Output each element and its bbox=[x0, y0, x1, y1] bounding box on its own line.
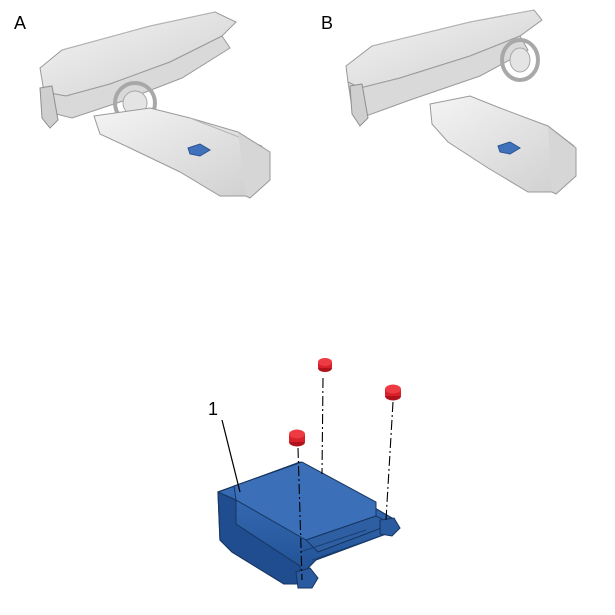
bolt-front bbox=[289, 429, 305, 447]
alignment-line-rear bbox=[321, 377, 324, 475]
callout-1-leader bbox=[221, 419, 241, 493]
alignment-line-front bbox=[297, 447, 303, 581]
view-b-label: B bbox=[321, 13, 334, 33]
vehicle-view-b bbox=[345, 9, 577, 195]
mounting-tab-right bbox=[379, 517, 401, 537]
alignment-line-right bbox=[385, 401, 394, 521]
bolt-rear bbox=[318, 358, 332, 372]
bolt-right bbox=[385, 384, 401, 401]
component-exploded-view bbox=[217, 461, 401, 589]
mounting-tab-front bbox=[295, 567, 319, 589]
alignment-lines bbox=[297, 377, 394, 581]
view-a-label: A bbox=[14, 13, 27, 33]
vehicle-view-a bbox=[39, 11, 271, 199]
callout-1-label: 1 bbox=[208, 399, 219, 419]
